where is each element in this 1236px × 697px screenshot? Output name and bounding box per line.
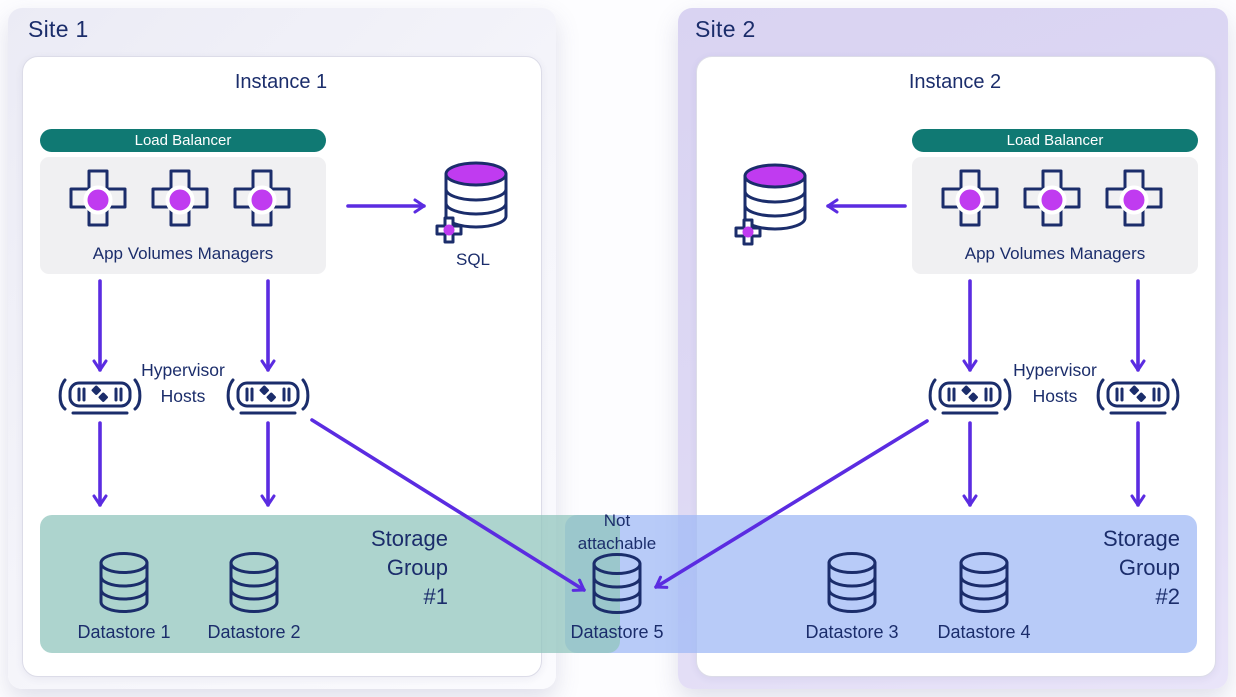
app-volumes-manager-icon: [69, 169, 127, 227]
hypervisor-label-line2: Hosts: [1032, 386, 1078, 406]
hypervisor-label-line1: Hypervisor: [1013, 360, 1097, 380]
datastore4-label: Datastore 4: [937, 622, 1031, 642]
datastore-icon: [592, 553, 642, 614]
datastore-icon: [99, 552, 149, 613]
sql-database-icon: [435, 161, 508, 244]
hypervisor-host-icon: [226, 378, 310, 415]
datastore5-label: Datastore 5: [570, 622, 664, 642]
storage-group1-label-line1: Storage: [370, 526, 448, 551]
sql-label: SQL: [455, 250, 491, 269]
hypervisor-label-line2: Hosts: [160, 386, 206, 406]
storage-group1-label-line3: #1: [423, 584, 448, 609]
datastore2-label: Datastore 2: [207, 622, 301, 642]
managers-label-site1: App Volumes Managers: [92, 244, 274, 263]
hypervisor-host-icon: [1096, 378, 1180, 415]
datastore-icon: [229, 552, 279, 613]
app-volumes-manager-icon: [151, 169, 209, 227]
hypervisor-host-icon: [58, 378, 142, 415]
datastore-icon: [827, 552, 877, 613]
instance1-title: Instance 1: [234, 71, 328, 93]
load-balancer-banner-site1: Load Balancer: [40, 129, 326, 152]
site2-title: Site 2: [695, 16, 756, 42]
site1-title: Site 1: [28, 16, 89, 42]
storage-group2-label-line1: Storage: [1102, 526, 1180, 551]
storage-group1-label-line2: Group: [386, 555, 448, 580]
app-volumes-manager-icon: [941, 169, 999, 227]
database-icon: [734, 163, 807, 246]
not-attachable-note: Not attachable: [563, 509, 671, 555]
note-line1: Not: [603, 511, 631, 530]
app-volumes-manager-icon: [233, 169, 291, 227]
datastore3-label: Datastore 3: [805, 622, 899, 642]
storage-group2-label-line2: Group: [1118, 555, 1180, 580]
instance2-title: Instance 2: [908, 71, 1002, 93]
hypervisor-hosts-label-site1: Hypervisor Hosts: [131, 357, 235, 409]
app-volumes-manager-icon: [1105, 169, 1163, 227]
storage-group2-label-line3: #2: [1155, 584, 1180, 609]
load-balancer-banner-site2: Load Balancer: [912, 129, 1198, 152]
managers-label-site2: App Volumes Managers: [964, 244, 1146, 263]
datastore-icon: [959, 552, 1009, 613]
hypervisor-label-line1: Hypervisor: [141, 360, 225, 380]
storage-group2-label: Storage Group #2: [1062, 524, 1180, 611]
note-line2: attachable: [577, 534, 657, 553]
storage-group1-label: Storage Group #1: [330, 524, 448, 611]
datastore1-label: Datastore 1: [77, 622, 171, 642]
app-volumes-manager-icon: [1023, 169, 1081, 227]
hypervisor-hosts-label-site2: Hypervisor Hosts: [1003, 357, 1107, 409]
hypervisor-host-icon: [928, 378, 1012, 415]
